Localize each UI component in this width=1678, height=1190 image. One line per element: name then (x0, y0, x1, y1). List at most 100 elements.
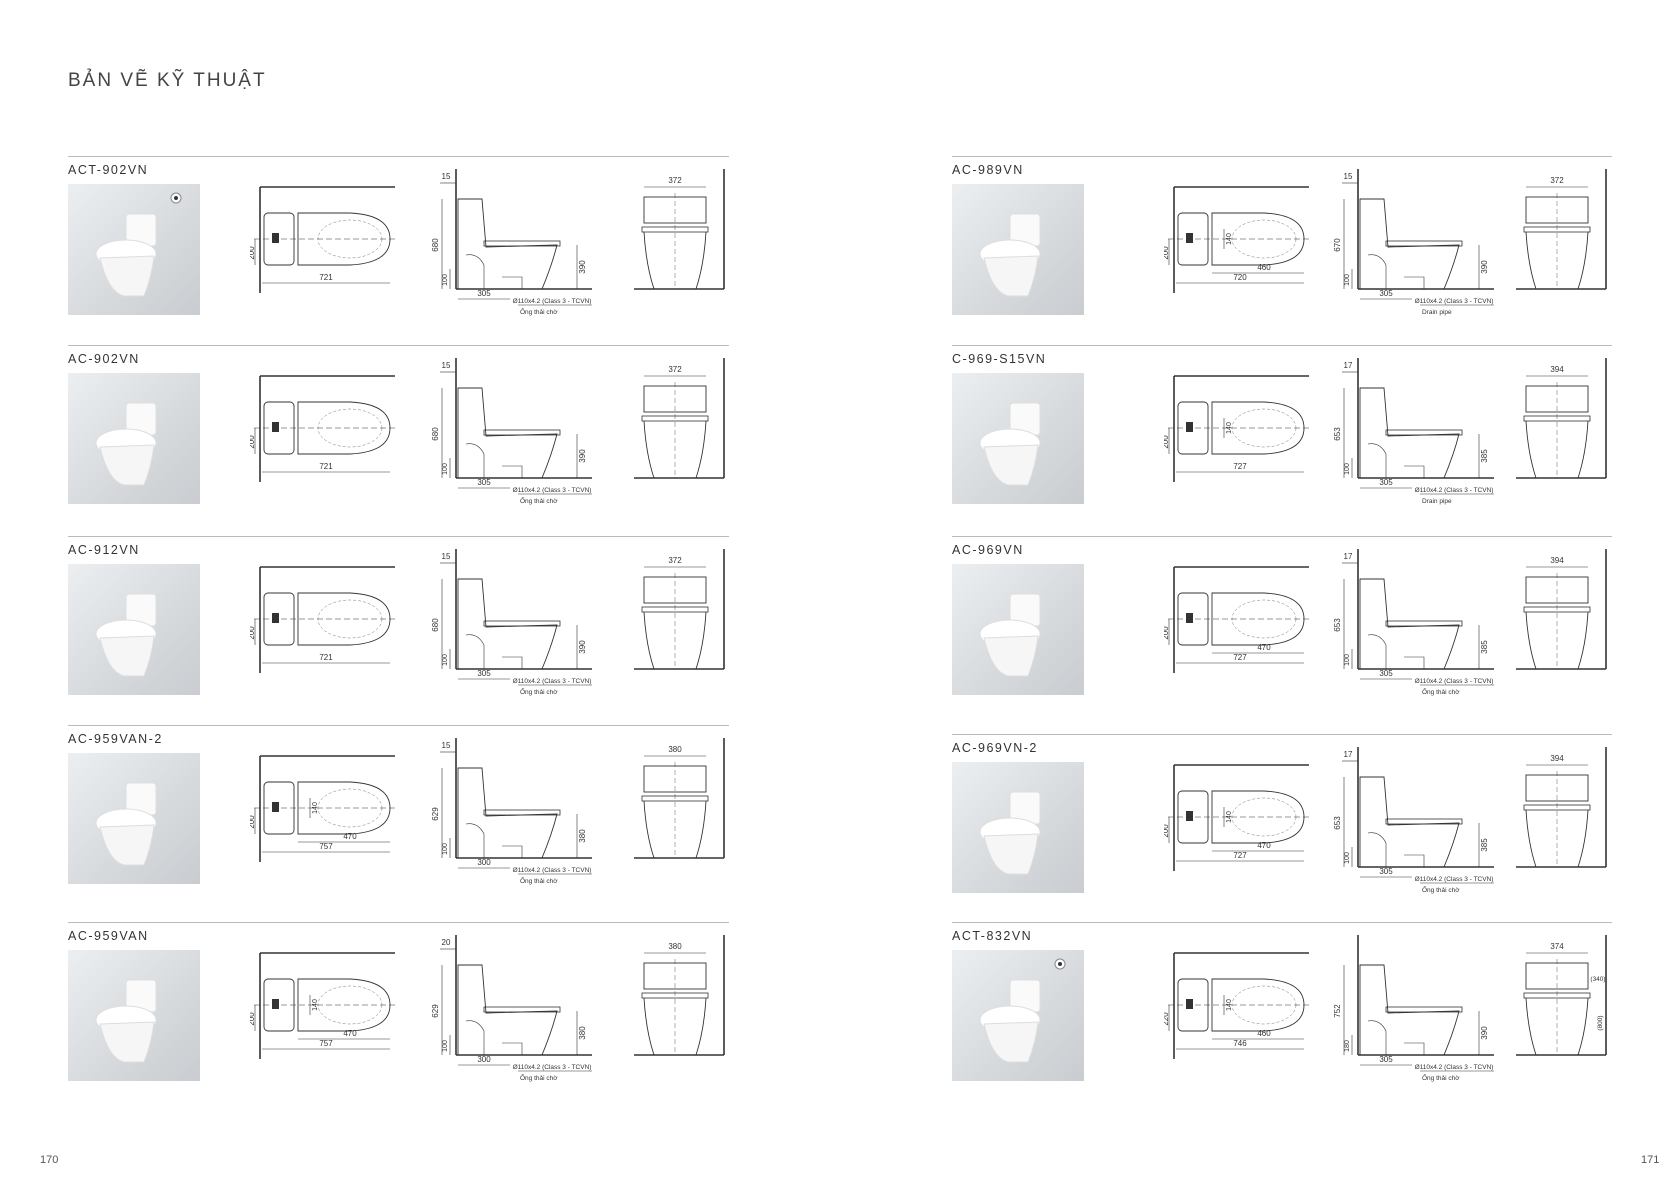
drain-pipe-spec: Ø110x4.2 (Class 3 - TCVN) (513, 487, 592, 494)
drain-pipe-spec: Ø110x4.2 (Class 3 - TCVN) (513, 678, 592, 685)
technical-drawing: 372 (630, 165, 730, 305)
seat-length-dimension: 470 (1257, 841, 1271, 850)
front-view-drawing: 394 (1516, 358, 1607, 479)
product-photo (68, 753, 200, 884)
seat-height-dimension: 390 (1480, 1026, 1489, 1040)
length-dimension: 727 (1233, 462, 1247, 471)
gap-dimension: 15 (442, 741, 451, 750)
product-name: AC-969VN-2 (952, 741, 1038, 755)
product-photo (952, 950, 1084, 1081)
seat-height-dimension: 385 (1480, 449, 1489, 463)
drain-pipe-spec: Ø110x4.2 (Class 3 - TCVN) (513, 298, 592, 305)
offset-dimension: 200 (1164, 626, 1170, 640)
offset-dimension: 200 (250, 1012, 256, 1026)
top-view-drawing: 200 721 (247, 186, 398, 293)
toilet-image (95, 979, 157, 1063)
offset-dimension: 200 (1164, 246, 1170, 260)
toilet-image (979, 402, 1041, 486)
seat-height-dimension: 390 (578, 260, 587, 274)
width-dimension: 374 (1550, 942, 1564, 951)
offset-dimension: 200 (1164, 435, 1170, 449)
drain-pipe-note: Ống thải chờ (1422, 686, 1460, 696)
product-photo (952, 184, 1084, 315)
width-dimension: 380 (668, 942, 682, 951)
product-name: C-969-S15VN (952, 352, 1047, 366)
front-view-drawing: 380 (634, 738, 725, 859)
length-dimension: 727 (1233, 851, 1247, 860)
height-dimension: 629 (431, 1004, 440, 1018)
front-view-drawing: 394 (1516, 747, 1607, 868)
inlet-height-dimension: 100 (1344, 654, 1351, 666)
length-dimension: 720 (1233, 273, 1247, 282)
product-name: AC-902VN (68, 352, 140, 366)
inlet-height-dimension: 100 (1344, 852, 1351, 864)
outlet-dimension: 305 (1379, 289, 1393, 298)
technical-drawing: 374 (340) (800) (1512, 931, 1612, 1071)
inlet-height-dimension: 100 (442, 463, 449, 475)
product-photo (68, 373, 200, 504)
toilet-image (95, 782, 157, 866)
toilet-image (95, 402, 157, 486)
height-dimension: 680 (431, 238, 440, 252)
remote-height-dimension: (800) (1597, 1015, 1604, 1030)
offset-dimension: 200 (250, 246, 256, 260)
seat-height-dimension: 390 (1480, 260, 1489, 274)
gap-dimension: 17 (1344, 552, 1353, 561)
technical-drawing: 372 (630, 545, 730, 685)
inlet-height-dimension: 100 (442, 654, 449, 666)
product-name: AC-989VN (952, 163, 1024, 177)
inlet-height-dimension: 100 (1344, 274, 1351, 286)
technical-drawing: 394 (1512, 545, 1612, 685)
height-dimension: 680 (431, 427, 440, 441)
product-name: AC-959VAN-2 (68, 732, 163, 746)
product-name: AC-959VAN (68, 929, 149, 943)
outlet-dimension: 305 (1379, 1055, 1393, 1064)
product-photo (68, 564, 200, 695)
remote-offset-dimension: (340) (1590, 976, 1605, 983)
offset-dimension: 200 (250, 815, 256, 829)
outlet-dimension: 305 (1379, 669, 1393, 678)
gap-dimension: 20 (442, 938, 451, 947)
drain-pipe-note: Drain pipe (1422, 309, 1452, 316)
seat-height-dimension: 390 (578, 640, 587, 654)
gap-dimension: 17 (1344, 750, 1353, 759)
seat-height-dimension: 380 (578, 1026, 587, 1040)
seat-height-dimension: 385 (1480, 838, 1489, 852)
height-dimension: 680 (431, 618, 440, 632)
technical-drawing: 380 (630, 734, 730, 874)
length-dimension: 757 (319, 1039, 333, 1048)
technical-drawing: 200 721 (247, 165, 400, 305)
offset-dimension: 200 (250, 626, 256, 640)
height-dimension: 629 (431, 807, 440, 821)
offset-dimension: 200 (250, 435, 256, 449)
drain-pipe-spec: Ø110x4.2 (Class 3 - TCVN) (1415, 298, 1494, 305)
hinge-dimension: 140 (1226, 811, 1233, 823)
length-dimension: 746 (1233, 1039, 1247, 1048)
width-dimension: 372 (668, 365, 682, 374)
seat-length-dimension: 460 (1257, 1029, 1271, 1038)
length-dimension: 721 (319, 462, 333, 471)
length-dimension: 721 (319, 273, 333, 282)
outlet-dimension: 305 (477, 669, 491, 678)
